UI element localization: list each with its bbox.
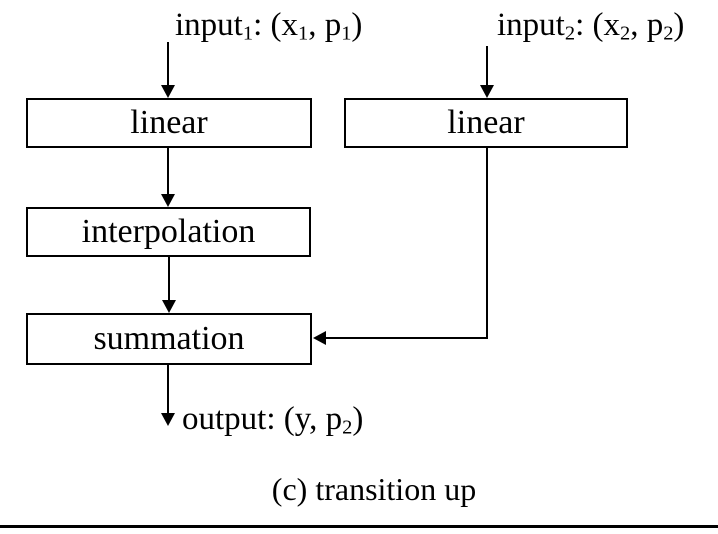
linear-to-interpolation-arrow-line — [167, 148, 169, 196]
summation-box-label: summation — [93, 320, 245, 357]
label-part: ) — [352, 401, 364, 437]
label-part: input — [175, 7, 243, 43]
linear-box-right: linear — [344, 98, 628, 148]
label-part: ) — [351, 7, 363, 43]
label-part: , — [309, 401, 326, 437]
linear-box-right-label: linear — [447, 104, 525, 141]
label-part: input — [497, 7, 565, 43]
label-part: p — [324, 7, 342, 43]
label-part-subscript: 1 — [341, 22, 352, 45]
label-part: : ( — [575, 7, 604, 43]
label-part: : ( — [253, 7, 282, 43]
label-part-subscript: 2 — [342, 416, 353, 439]
interpolation-to-summation-arrow-line — [168, 257, 170, 302]
label-part: ) — [673, 7, 685, 43]
input2-label: input2: (x2, p2) — [497, 5, 684, 45]
label-part-subscript: 1 — [297, 22, 309, 45]
input1-arrowhead-icon — [161, 85, 175, 98]
label-part-subscript: 2 — [663, 22, 674, 45]
linear-right-to-summation-vertical-line — [486, 148, 488, 339]
linear-to-interpolation-arrowhead-icon — [161, 194, 175, 207]
input2-arrow-line — [486, 46, 488, 88]
linear-box-left: linear — [26, 98, 312, 148]
label-part-subscript: 1 — [242, 22, 254, 45]
label-part: , — [308, 7, 325, 43]
label-part-subscript: 2 — [619, 22, 631, 45]
linear-box-left-label: linear — [130, 104, 208, 141]
interpolation-box: interpolation — [26, 207, 311, 257]
label-part: y — [294, 401, 310, 437]
output-label: output: (y, p2) — [182, 399, 363, 439]
bottom-rule — [0, 525, 718, 528]
input2-arrowhead-icon — [480, 85, 494, 98]
label-part-subscript: 2 — [564, 22, 576, 45]
summation-box: summation — [26, 313, 312, 365]
label-part: p — [646, 7, 664, 43]
input1-arrow-line — [167, 42, 169, 88]
label-part: : ( — [266, 401, 295, 437]
interpolation-to-summation-arrowhead-icon — [162, 300, 176, 313]
input1-label: input1: (x1, p1) — [175, 5, 362, 45]
summation-to-output-arrowhead-icon — [161, 413, 175, 426]
label-part: x — [281, 7, 298, 43]
interpolation-box-label: interpolation — [81, 213, 256, 250]
label-part: x — [603, 7, 620, 43]
label-part: p — [325, 401, 343, 437]
linear-right-to-summation-horizontal-line — [324, 337, 488, 339]
linear-right-to-summation-arrowhead-icon — [313, 331, 326, 345]
label-part: output — [182, 401, 267, 437]
figure-caption: (c) transition up — [271, 471, 477, 507]
summation-to-output-arrow-line — [167, 365, 169, 414]
label-part: , — [630, 7, 647, 43]
